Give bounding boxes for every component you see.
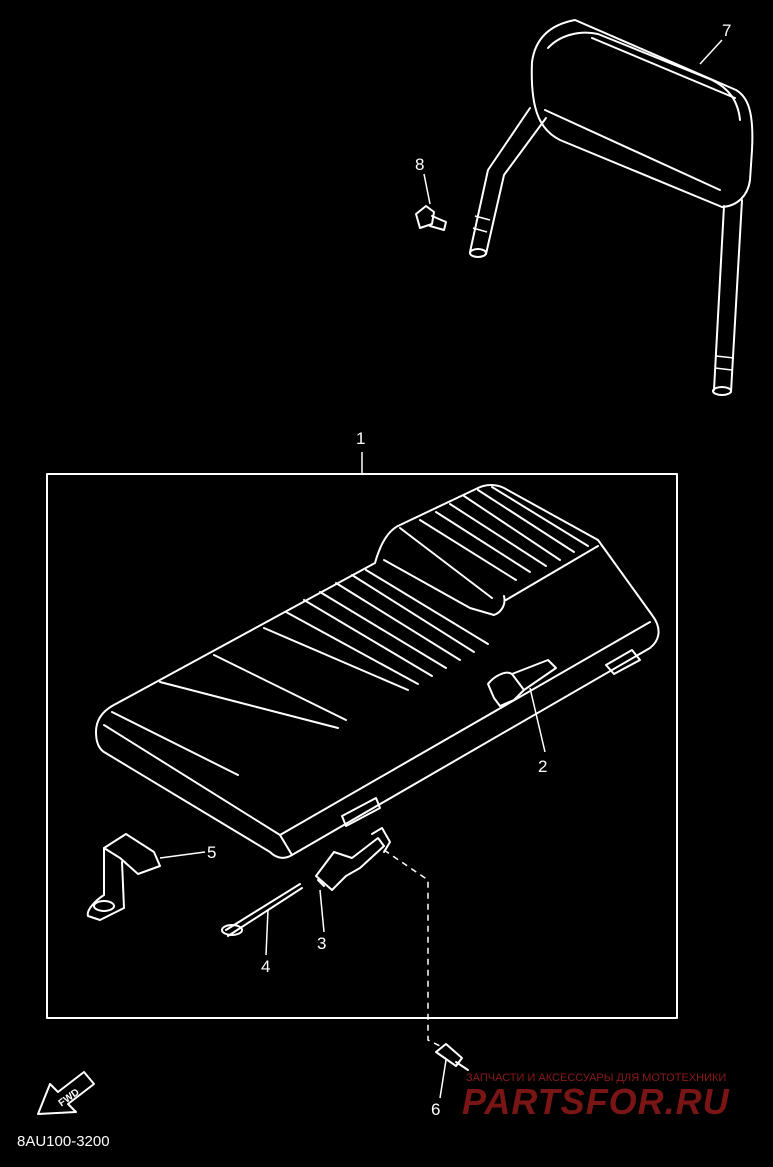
bolt-part-8 (415, 205, 447, 231)
part-label-1: 1 (356, 429, 365, 448)
part-label-4: 4 (261, 957, 270, 976)
part-label-7: 7 (722, 21, 731, 40)
bracket-part-5 (86, 833, 161, 921)
clip-part-6 (435, 1043, 469, 1071)
part-label-3: 3 (317, 934, 326, 953)
seat (95, 484, 660, 859)
part-label-8: 8 (415, 155, 424, 174)
part-label-2: 2 (538, 757, 547, 776)
part-label-6: 6 (431, 1100, 440, 1119)
part-label-5: 5 (207, 843, 216, 862)
watermark-brand: PARTSFOR.RU (462, 1081, 730, 1122)
seat-hook-part-2 (487, 659, 557, 707)
watermark-tagline: ЗАПЧАСТИ И АКСЕССУАРЫ ДЛЯ МОТОТЕХНИКИ (466, 1072, 726, 1084)
seat-lock-part-3 (315, 827, 391, 891)
catalog-code: 8AU100-3200 (17, 1133, 110, 1150)
seat-cable-part-4 (221, 883, 303, 937)
forward-arrow-icon: FWD (37, 1071, 95, 1115)
backrest-assembly (469, 19, 754, 396)
